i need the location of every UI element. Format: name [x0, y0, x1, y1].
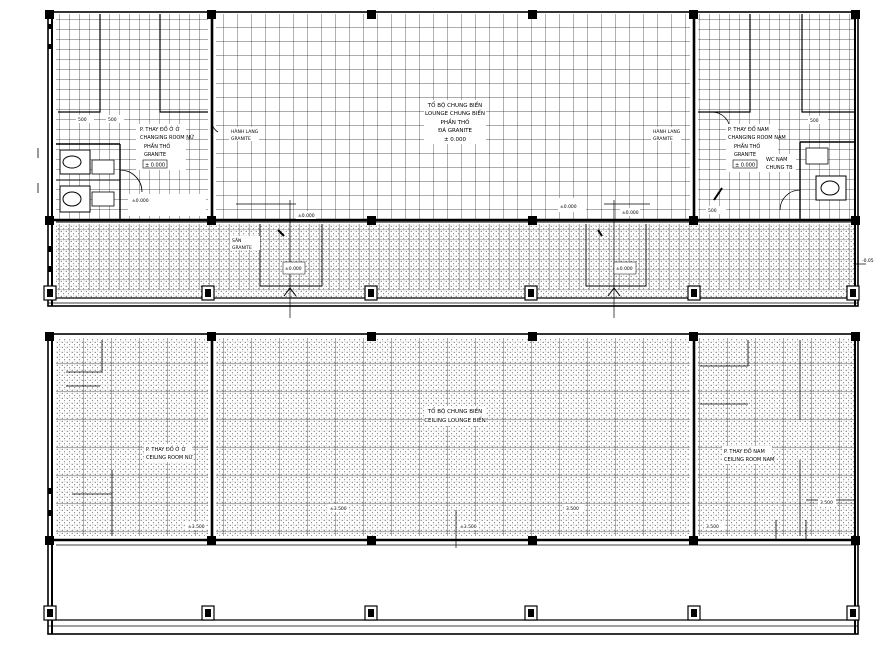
svg-text:±3.500: ±3.500	[460, 524, 477, 530]
lower-right-room-label: P. THAY ĐỒ NAM CEILING ROOM NAM	[722, 446, 774, 464]
svg-text:CHANGING ROOM NỮ: CHANGING ROOM NỮ	[140, 134, 194, 141]
svg-text:GRANITE: GRANITE	[653, 136, 673, 142]
upper-main-hall-label: TỔ BỘ CHUNG BIỂN LOUNGE CHUNG BIỂN PHẦN …	[424, 100, 486, 144]
svg-text:±0.000: ±0.000	[298, 213, 315, 219]
svg-text:TỔ BỘ CHUNG BIỂN: TỔ BỘ CHUNG BIỂN	[427, 101, 482, 109]
ceiling-main-hall	[216, 338, 690, 536]
svg-text:±3.500: ±3.500	[188, 524, 205, 530]
upper-right-room-label: P. THAY ĐỒ NAM CHANGING ROOM NAM PHẦN TH…	[726, 124, 796, 172]
svg-text:± 0.000: ± 0.000	[735, 163, 755, 169]
svg-text:P. THAY ĐỒ Ở Ở: P. THAY ĐỒ Ở Ở	[146, 444, 186, 453]
upper-left-room-label: P. THAY ĐỒ Ở Ở CHANGING ROOM NỮ PHẦN THỐ…	[136, 124, 194, 170]
svg-text:HÀNH LANG: HÀNH LANG	[231, 128, 259, 135]
svg-text:P. THAY ĐỒ NAM: P. THAY ĐỒ NAM	[724, 446, 765, 455]
corridor-tiling	[56, 224, 856, 290]
svg-text:TỔ BỘ CHUNG BIỂN: TỔ BỘ CHUNG BIỂN	[427, 407, 482, 415]
svg-text:CHANGING ROOM NAM: CHANGING ROOM NAM	[728, 135, 786, 141]
svg-text:±0.000: ±0.000	[616, 266, 633, 272]
svg-text:CEILING ROOM NAM: CEILING ROOM NAM	[724, 457, 774, 463]
lower-ceiling-plan	[43, 332, 860, 635]
svg-text:ĐÁ GRANITE: ĐÁ GRANITE	[438, 127, 472, 134]
svg-text:GRANITE: GRANITE	[232, 245, 252, 251]
svg-text:500: 500	[78, 117, 87, 123]
svg-text:±0.000: ±0.000	[285, 266, 302, 272]
svg-text:± 0.000: ± 0.000	[145, 163, 165, 169]
svg-text:PHẦN THỐ: PHẦN THỐ	[144, 142, 170, 150]
svg-text:±0.000: ±0.000	[560, 204, 577, 210]
svg-text:GRANITE: GRANITE	[734, 152, 756, 158]
ceiling-right-wing	[698, 338, 854, 536]
terrace-strip	[56, 290, 856, 298]
svg-text:GRANITE: GRANITE	[144, 152, 166, 158]
svg-text:P. THAY ĐỒ Ở Ở: P. THAY ĐỒ Ở Ở	[140, 124, 180, 133]
svg-text:GRANITE: GRANITE	[231, 136, 251, 142]
svg-text:CEILING ROOM NỮ: CEILING ROOM NỮ	[146, 454, 193, 461]
svg-text:3.500: 3.500	[566, 506, 579, 512]
upper-corridor-tags: HÀNH LANG GRANITE HÀNH LANG GRANITE SÂN …	[76, 115, 874, 275]
svg-text:CEILING LOUNGE BIỂN: CEILING LOUNGE BIỂN	[424, 416, 486, 424]
svg-text:CHUNG TB: CHUNG TB	[766, 165, 793, 171]
svg-text:±0.000: ±0.000	[622, 210, 639, 216]
svg-text:WC NAM: WC NAM	[766, 157, 788, 163]
svg-text:PHẦN THỐ: PHẦN THỐ	[441, 118, 471, 126]
svg-text:PHẦN THỐ: PHẦN THỐ	[734, 142, 760, 150]
svg-text:SÂN: SÂN	[232, 237, 241, 244]
svg-text:P. THAY ĐỒ NAM: P. THAY ĐỒ NAM	[728, 124, 769, 133]
lower-left-room-label: P. THAY ĐỒ Ở Ở CEILING ROOM NỮ	[144, 444, 193, 462]
lower-level-marks: ±3.500 ±3.500 3.500 3.500 ±3.500 3.500	[186, 498, 836, 530]
svg-text:-0.05: -0.05	[862, 258, 874, 264]
svg-text:500: 500	[108, 117, 117, 123]
svg-text:±3.500: ±3.500	[330, 506, 347, 512]
svg-text:3.500: 3.500	[820, 500, 833, 506]
svg-text:500: 500	[708, 208, 717, 214]
svg-text:3.500: 3.500	[706, 524, 719, 530]
svg-text:± 0.000: ± 0.000	[444, 137, 467, 143]
svg-text:500: 500	[810, 118, 819, 124]
svg-text:±0.000: ±0.000	[132, 198, 149, 204]
svg-text:HÀNH LANG: HÀNH LANG	[653, 128, 681, 135]
ceiling-left-wing	[56, 338, 208, 536]
svg-text:LOUNGE CHUNG BIỂN: LOUNGE CHUNG BIỂN	[425, 109, 485, 117]
lower-main-hall-label: TỔ BỘ CHUNG BIỂN CEILING LOUNGE BIỂN	[424, 406, 486, 426]
